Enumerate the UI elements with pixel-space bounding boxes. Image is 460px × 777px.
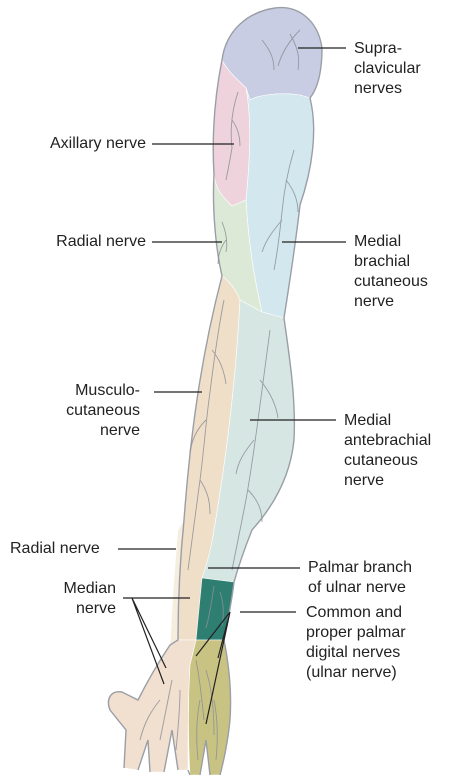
label-median-nerve: Median nerve [0,579,116,619]
label-medial-antebrachial-cutaneous-nerve: Medial antebrachial cutaneous nerve [344,411,456,491]
label-medial-brachial-cutaneous-nerve: Medial brachial cutaneous nerve [354,232,454,312]
label-axillary-nerve: Axillary nerve [0,134,146,154]
label-supraclavicular-nerves: Supra- clavicular nerves [354,39,454,99]
region-median [109,640,197,772]
label-musculocutaneous-nerve: Musculo- cutaneous nerve [0,381,140,441]
label-radial-nerve-lower: Radial nerve [10,539,120,559]
label-radial-nerve-upper: Radial nerve [0,232,146,252]
label-palmar-digital-nerves: Common and proper palmar digital nerves … [306,603,446,683]
label-palmar-branch-of-ulnar-nerve: Palmar branch of ulnar nerve [308,558,448,598]
